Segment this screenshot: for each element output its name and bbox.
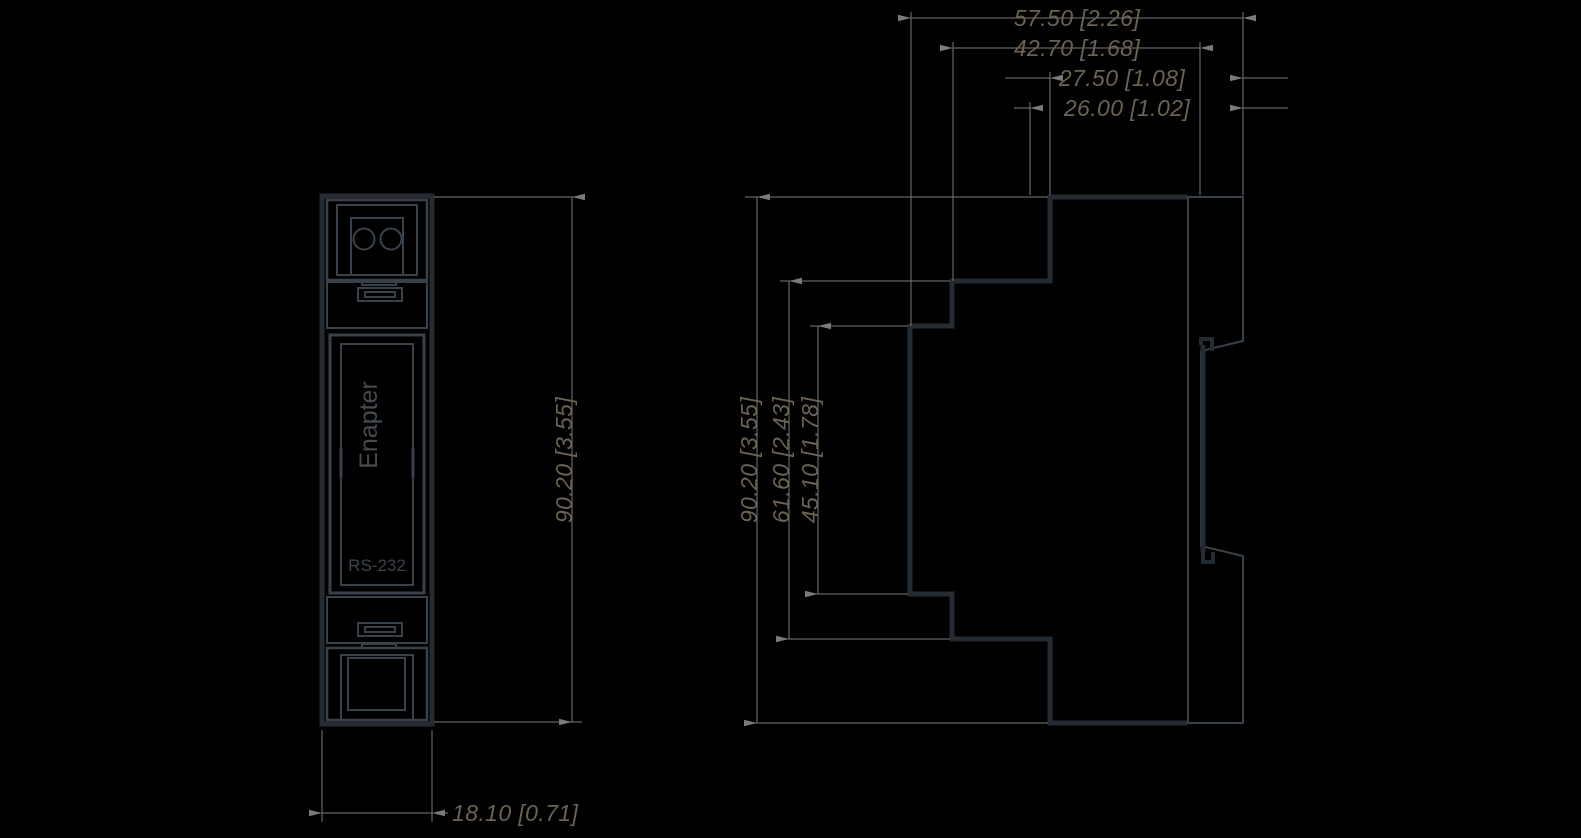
port-label: RS-232 xyxy=(348,556,406,575)
dimension-side-depth-step1: 27.50 [1.08] xyxy=(1005,65,1288,195)
dimension-front-height: 90.20 [3.55] xyxy=(434,193,585,726)
front-view: Enapter RS-232 xyxy=(319,193,435,727)
terminal-block-mid xyxy=(336,204,418,276)
terminal-block-outer xyxy=(325,198,429,282)
brand-label: Enapter xyxy=(355,381,383,469)
bottom-connector-mid xyxy=(340,654,414,721)
dim-label-depth-body: 42.70 [1.68] xyxy=(1014,35,1141,61)
dim-label-depth-step2: 26.00 [1.02] xyxy=(1063,95,1191,121)
label-panel-outer xyxy=(328,333,426,595)
upper-slot-inner xyxy=(364,291,396,298)
bottom-connector-inner xyxy=(347,657,406,711)
dimension-front-width: 18.10 [0.71] xyxy=(309,730,579,826)
lower-slot-outer xyxy=(357,622,403,637)
side-profile-outline xyxy=(907,194,1188,726)
dimension-side-step-upper: 61.60 [2.43] xyxy=(768,277,950,643)
din-rail-mount-plate xyxy=(1188,196,1244,724)
dim-label-depth-step1: 27.50 [1.08] xyxy=(1058,65,1186,91)
dimension-side-height: 90.20 [3.55] xyxy=(736,193,1048,727)
terminal-screw-right-icon xyxy=(379,227,403,251)
dimension-side-depth-total: 57.50 [2.26] xyxy=(898,5,1256,326)
front-label-panel: Enapter RS-232 xyxy=(328,333,426,595)
front-top-terminal-section xyxy=(325,198,429,282)
front-bottom-clip-tab xyxy=(361,643,397,648)
dim-label-front-width: 18.10 [0.71] xyxy=(452,800,579,826)
front-bottom-connector-section xyxy=(325,646,429,722)
upper-slot-frame xyxy=(326,281,428,329)
side-view xyxy=(907,194,1244,726)
dim-label-side-height: 90.20 [3.55] xyxy=(736,397,762,524)
din-clip-upper-hook xyxy=(1199,337,1214,351)
lower-slot-inner xyxy=(364,626,396,633)
dim-label-front-height: 90.20 [3.55] xyxy=(551,397,577,524)
terminal-block-inner xyxy=(350,217,404,276)
front-body-outline xyxy=(319,193,435,727)
dim-label-depth-total: 57.50 [2.26] xyxy=(1014,5,1141,31)
upper-slot-outer xyxy=(357,287,403,302)
dim-label-step-lower: 45.10 [1.78] xyxy=(797,397,823,524)
terminal-screw-left-icon xyxy=(352,227,376,251)
dimension-side-depth-step2: 26.00 [1.02] xyxy=(1014,95,1288,195)
front-upper-slot-section xyxy=(326,281,428,329)
dim-label-step-upper: 61.60 [2.43] xyxy=(768,397,794,524)
dimension-side-step-lower: 45.10 [1.78] xyxy=(797,322,908,598)
dimension-side-depth-body: 42.70 [1.68] xyxy=(940,35,1213,281)
din-clip-lower-hook xyxy=(1201,548,1215,564)
front-lower-slot-section xyxy=(326,596,428,644)
